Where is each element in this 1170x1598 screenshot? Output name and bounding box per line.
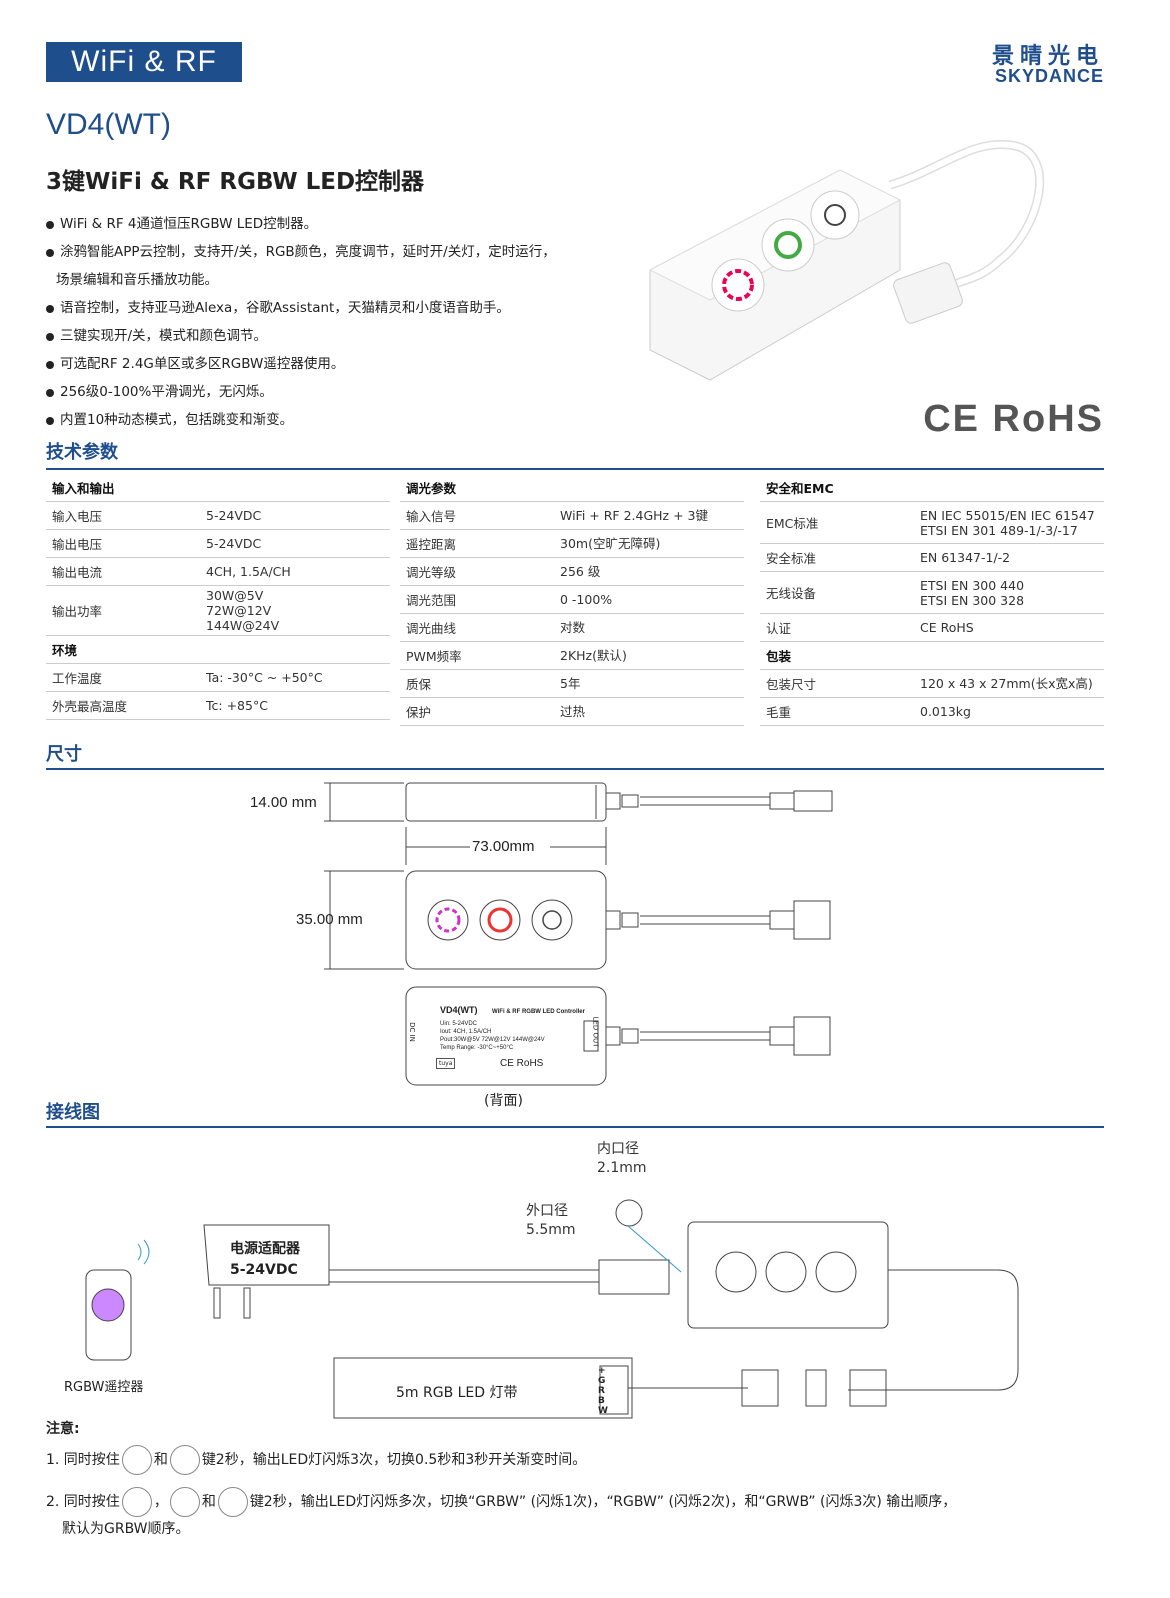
dim-width: 35.00 mm [296, 911, 363, 928]
divider [46, 468, 1104, 470]
note-2-cont: 默认为GRBW顺序。 [62, 1521, 190, 1537]
spec-row: 保护过热 [400, 698, 744, 726]
dim-length: 73.00mm [472, 838, 535, 855]
dim-height: 14.00 mm [250, 794, 317, 811]
certification-logos: CE RoHS [923, 398, 1104, 440]
remote-label: RGBW遥控器 [64, 1380, 144, 1395]
mode-icon [169, 1445, 200, 1475]
notes: 注意: 1. 同时按住和键2秒，输出LED灯闪烁3次，切换0.5秒和3秒开关渐变… [46, 1418, 956, 1538]
feature-item: 涂鸦智能APP云控制，支持开/关，RGB颜色，亮度调节，延时开/关灯，定时运行， [46, 238, 646, 266]
dc-in-label: DC IN [407, 1022, 416, 1042]
product-image [648, 139, 1045, 381]
brand-name-en: SKYDANCE [994, 66, 1104, 86]
spec-group-header: 输入和输出 [46, 474, 390, 502]
notes-title: 注意: [46, 1421, 80, 1437]
feature-item: 场景编辑和音乐播放功能。 [56, 272, 218, 288]
back-ce-rohs: CE RoHS [500, 1058, 544, 1069]
led-out-label: LED OUT [591, 1016, 600, 1048]
feature-item: 256级0-100%平滑调光，无闪烁。 [46, 378, 646, 406]
spec-group-header: 安全和EMC [760, 474, 1104, 502]
tuya-logo: tuya [436, 1058, 456, 1069]
feature-item: 语音控制，支持亚马逊Alexa，谷歌Assistant，天猫精灵和小度语音助手。 [46, 294, 646, 322]
power-icon [121, 1487, 152, 1517]
brand-name-cn: 景晴光电 [991, 44, 1104, 69]
outer-diameter-label: 外口径 [526, 1203, 568, 1219]
power-icon [121, 1445, 152, 1475]
section-title-spec: 技术参数 [46, 442, 118, 463]
spec-group-header: 调光参数 [400, 474, 744, 502]
inner-diameter-value: 2.1mm [597, 1160, 647, 1176]
back-view-caption: (背面) [484, 1093, 523, 1109]
wiring-diagram [85, 1199, 1019, 1419]
section-title-dimensions: 尺寸 [46, 744, 82, 765]
category-badge: WiFi & RF [46, 42, 242, 82]
dimension-drawing [324, 782, 833, 1086]
feature-item: 三键实现开/关，模式和颜色调节。 [46, 322, 646, 350]
product-title: 3键WiFi & RF RGBW LED控制器 [46, 169, 425, 195]
divider [46, 1126, 1104, 1128]
spec-row: 调光曲线对数 [400, 614, 744, 642]
feature-item: WiFi & RF 4通道恒压RGBW LED控制器。 [46, 210, 646, 238]
adapter-voltage: 5-24VDC [230, 1262, 298, 1278]
section-title-wiring: 接线图 [46, 1102, 100, 1123]
feature-list: WiFi & RF 4通道恒压RGBW LED控制器。 涂鸦智能APP云控制，支… [46, 210, 646, 434]
spec-group-header: 包装 [760, 642, 1104, 670]
feature-item: 可选配RF 2.4G单区或多区RGBW遥控器使用。 [46, 350, 646, 378]
note-2: 2. 同时按住，和键2秒，输出LED灯闪烁多次，切换“GRBW” (闪烁1次)，… [46, 1486, 956, 1518]
adapter-label: 电源适配器 [230, 1241, 300, 1257]
note-1: 1. 同时按住和键2秒，输出LED灯闪烁3次，切换0.5秒和3秒开关渐变时间。 [46, 1444, 956, 1476]
mode-icon [217, 1487, 248, 1517]
model-number: VD4(WT) [46, 108, 171, 141]
inner-diameter-label: 内口径 [597, 1141, 639, 1157]
white-icon [169, 1487, 200, 1517]
feature-item: 内置10种动态模式，包括跳变和渐变。 [46, 406, 646, 434]
spec-group-header: 环境 [46, 636, 390, 664]
led-strip-label: 5m RGB LED 灯带 [396, 1385, 518, 1401]
back-label-title: VD4(WT) WiFi & RF RGBW LED Controller [440, 1005, 585, 1015]
outer-diameter-value: 5.5mm [526, 1222, 576, 1238]
divider [46, 768, 1104, 770]
